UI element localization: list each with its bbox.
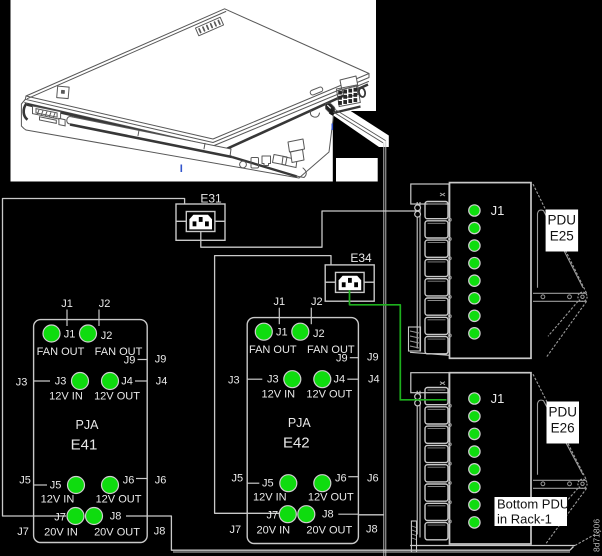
svg-text:J7: J7 bbox=[54, 512, 66, 524]
svg-text:J1: J1 bbox=[276, 327, 288, 339]
svg-text:12V OUT: 12V OUT bbox=[94, 391, 140, 403]
svg-text:12V OUT: 12V OUT bbox=[306, 389, 352, 401]
svg-text:J4: J4 bbox=[333, 374, 345, 386]
svg-text:J3: J3 bbox=[55, 376, 67, 388]
svg-text:J1: J1 bbox=[491, 391, 505, 406]
svg-text:FAN OUT: FAN OUT bbox=[37, 346, 85, 358]
svg-text:20V OUT: 20V OUT bbox=[94, 527, 140, 539]
svg-text:Bottom PDU: Bottom PDU bbox=[497, 497, 569, 512]
svg-text:E31: E31 bbox=[200, 192, 222, 206]
svg-text:J3: J3 bbox=[16, 377, 28, 389]
svg-text:J4: J4 bbox=[156, 376, 168, 388]
svg-text:12V OUT: 12V OUT bbox=[308, 492, 354, 504]
svg-text:PJA: PJA bbox=[76, 418, 100, 432]
svg-text:12V IN: 12V IN bbox=[49, 391, 83, 403]
svg-text:PDU: PDU bbox=[548, 405, 577, 420]
svg-text:J2: J2 bbox=[99, 298, 111, 310]
svg-text:FAN OUT: FAN OUT bbox=[307, 344, 355, 356]
svg-text:E42: E42 bbox=[283, 435, 310, 452]
svg-text:12V IN: 12V IN bbox=[261, 389, 295, 401]
svg-text:J9: J9 bbox=[155, 354, 167, 366]
svg-text:J8: J8 bbox=[366, 524, 378, 536]
svg-text:12V IN: 12V IN bbox=[253, 492, 287, 504]
svg-text:J4: J4 bbox=[368, 374, 380, 386]
svg-text:J6: J6 bbox=[123, 475, 135, 487]
svg-text:J1: J1 bbox=[273, 296, 285, 308]
svg-text:12V OUT: 12V OUT bbox=[96, 494, 142, 506]
svg-text:8d71806: 8d71806 bbox=[592, 519, 602, 552]
svg-text:J4: J4 bbox=[121, 376, 133, 388]
svg-text:J2: J2 bbox=[101, 330, 113, 342]
svg-text:E25: E25 bbox=[550, 229, 574, 244]
svg-text:J1: J1 bbox=[491, 203, 505, 218]
svg-text:in Rack-1: in Rack-1 bbox=[497, 512, 552, 527]
svg-text:E26: E26 bbox=[551, 421, 575, 436]
svg-text:J5: J5 bbox=[231, 473, 243, 485]
svg-text:20V IN: 20V IN bbox=[44, 527, 78, 539]
svg-text:20V OUT: 20V OUT bbox=[306, 525, 352, 537]
svg-text:J8: J8 bbox=[322, 509, 334, 521]
svg-text:J5: J5 bbox=[19, 475, 31, 487]
svg-text:20V IN: 20V IN bbox=[256, 525, 290, 537]
svg-text:J2: J2 bbox=[313, 328, 325, 340]
svg-text:J7: J7 bbox=[17, 526, 29, 538]
svg-text:J6: J6 bbox=[367, 473, 379, 485]
svg-text:J9: J9 bbox=[367, 352, 379, 364]
svg-text:E34: E34 bbox=[350, 251, 372, 265]
svg-text:PDU: PDU bbox=[548, 213, 577, 228]
svg-text:J5: J5 bbox=[50, 480, 62, 492]
svg-text:J7: J7 bbox=[266, 510, 278, 522]
svg-text:J7: J7 bbox=[229, 524, 241, 536]
svg-text:12V IN: 12V IN bbox=[41, 494, 75, 506]
svg-text:J1: J1 bbox=[61, 298, 73, 310]
svg-text:E41: E41 bbox=[71, 437, 98, 454]
svg-text:J9: J9 bbox=[336, 353, 348, 365]
svg-text:PJA: PJA bbox=[288, 416, 312, 430]
svg-text:J3: J3 bbox=[267, 374, 279, 386]
svg-text:J1: J1 bbox=[64, 329, 76, 341]
svg-text:J8: J8 bbox=[110, 511, 122, 523]
svg-text:J8: J8 bbox=[154, 526, 166, 538]
svg-text:J5: J5 bbox=[262, 478, 274, 490]
svg-text:FAN OUT: FAN OUT bbox=[249, 344, 297, 356]
svg-text:FAN OUT: FAN OUT bbox=[95, 346, 143, 358]
svg-text:J6: J6 bbox=[335, 473, 347, 485]
svg-text:J2: J2 bbox=[311, 296, 323, 308]
svg-text:J6: J6 bbox=[155, 475, 167, 487]
svg-text:J3: J3 bbox=[228, 375, 240, 387]
svg-text:J9: J9 bbox=[124, 355, 136, 367]
